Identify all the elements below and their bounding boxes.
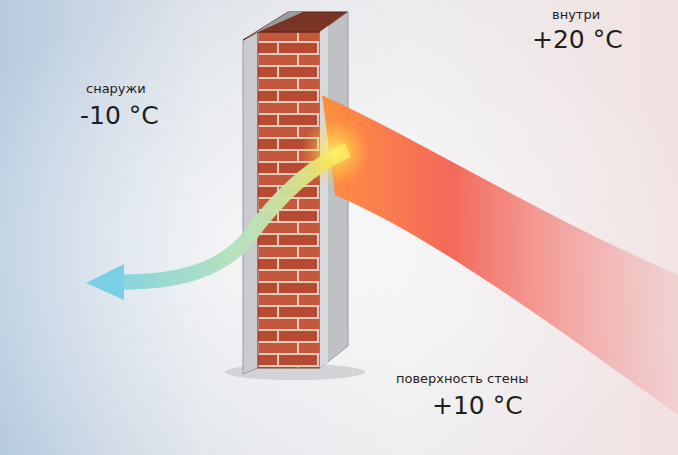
wall-surface-temperature: +10 °C xyxy=(432,392,523,420)
inside-label: внутри xyxy=(552,8,600,22)
outside-label: снаружи xyxy=(86,82,146,96)
wall-surface-label: поверхность стены xyxy=(396,372,529,386)
outside-temperature: -10 °C xyxy=(80,102,159,130)
inside-temperature: +20 °C xyxy=(532,26,623,54)
